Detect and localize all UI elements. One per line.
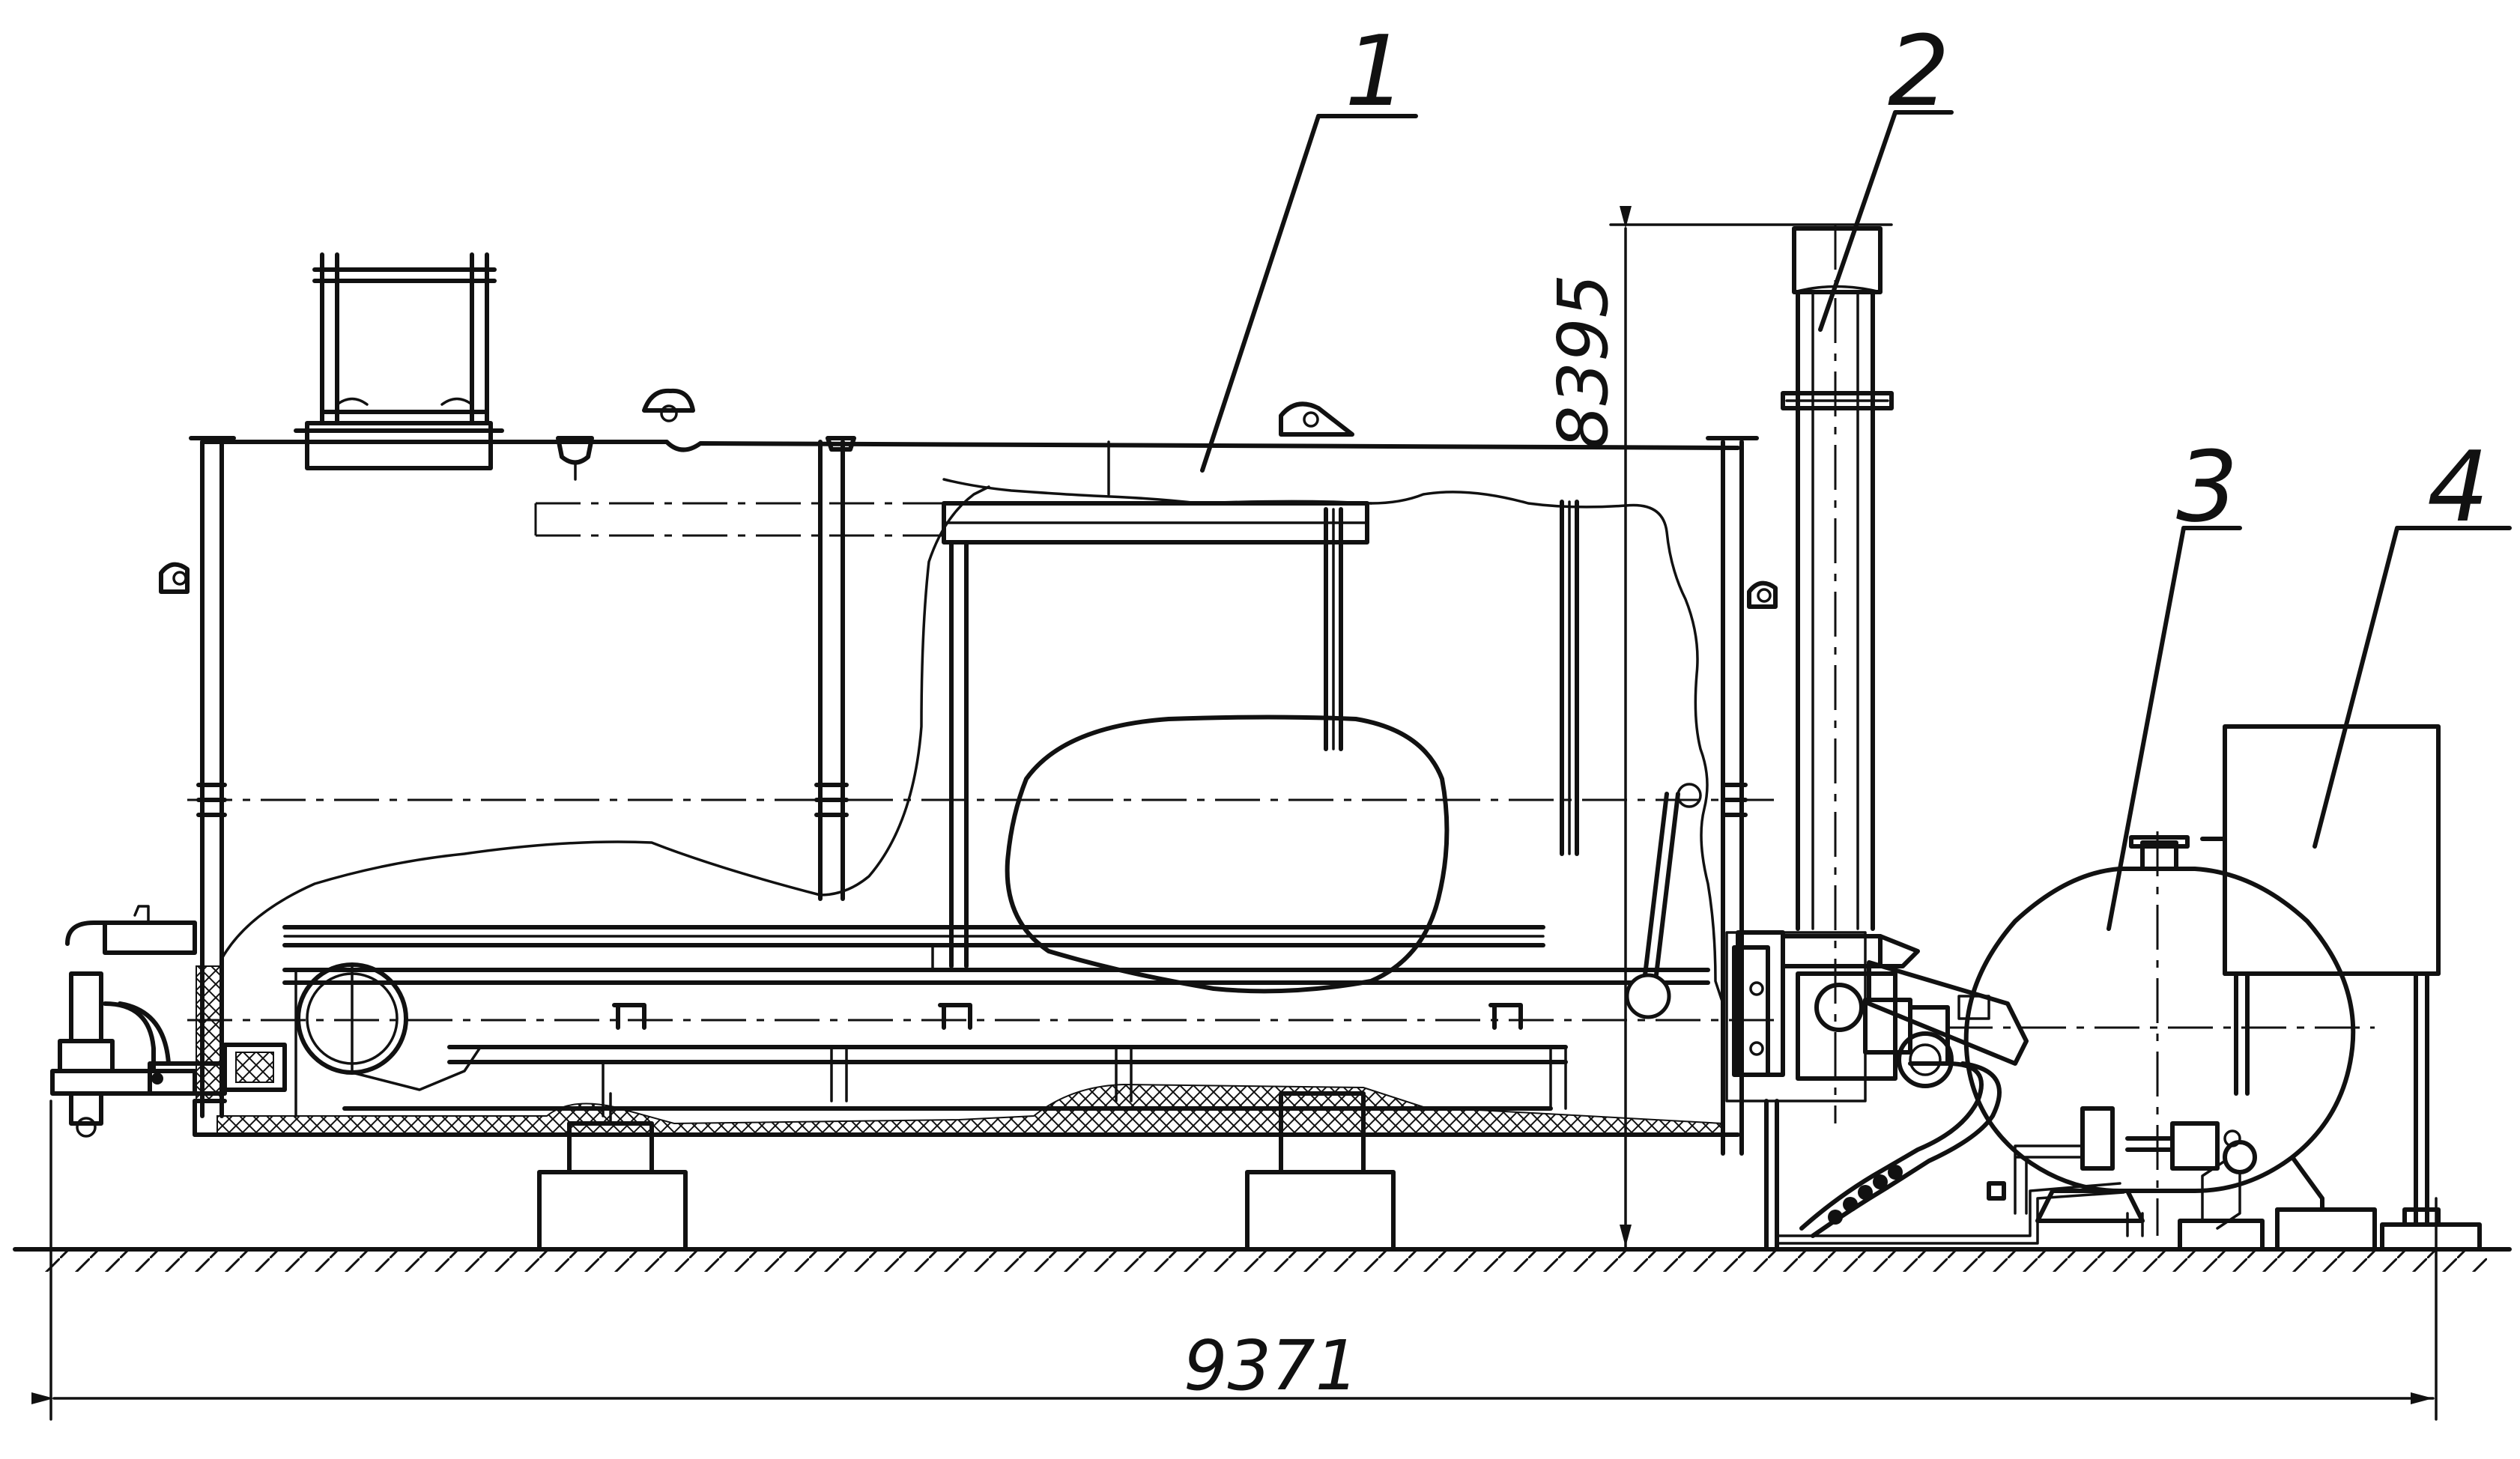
dimension-overall-height: 8395 bbox=[1543, 274, 1623, 449]
ground-line bbox=[13, 1247, 2512, 1272]
boiler-body bbox=[159, 388, 1783, 1156]
leader-lines bbox=[1200, 110, 2512, 931]
chimney bbox=[1781, 225, 1894, 1123]
label-part-1: 1 bbox=[1345, 14, 1407, 128]
control-cabinet bbox=[2200, 724, 2441, 1227]
dimension-lines bbox=[31, 206, 2438, 1421]
dimension-overall-length: 9371 bbox=[1184, 1326, 1359, 1406]
fuel-tank bbox=[1948, 831, 2375, 1237]
label-part-4: 4 bbox=[2427, 430, 2489, 544]
label-part-2: 2 bbox=[1888, 14, 1950, 128]
front-burner-assembly bbox=[50, 905, 287, 1138]
top-ladder bbox=[294, 252, 504, 470]
label-part-3: 3 bbox=[2176, 430, 2238, 544]
flange-marks bbox=[196, 783, 1748, 1030]
burner-fan-unit bbox=[1725, 930, 2125, 1252]
